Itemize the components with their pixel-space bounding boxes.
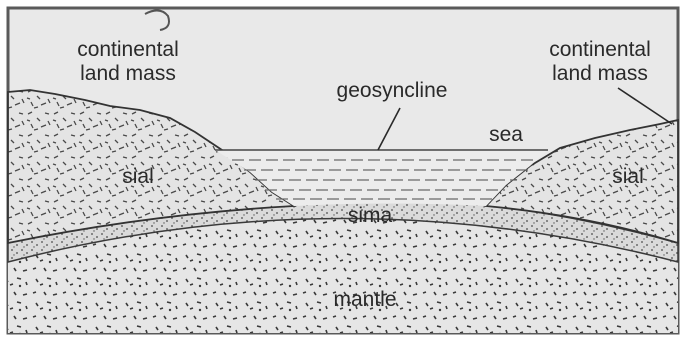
label-sima: sima	[348, 204, 393, 227]
label-sial-right: sial	[612, 165, 644, 188]
label-continental-left-line1: continental	[77, 38, 179, 61]
label-sial-left: sial	[122, 165, 154, 188]
label-mantle: mantle	[333, 288, 396, 311]
label-geosyncline: geosyncline	[337, 79, 448, 102]
label-continental-left-line2: land mass	[80, 62, 176, 85]
label-continental-right-line1: continental	[549, 38, 651, 61]
label-continental-right-line2: land mass	[552, 62, 648, 85]
label-sea: sea	[489, 123, 523, 146]
